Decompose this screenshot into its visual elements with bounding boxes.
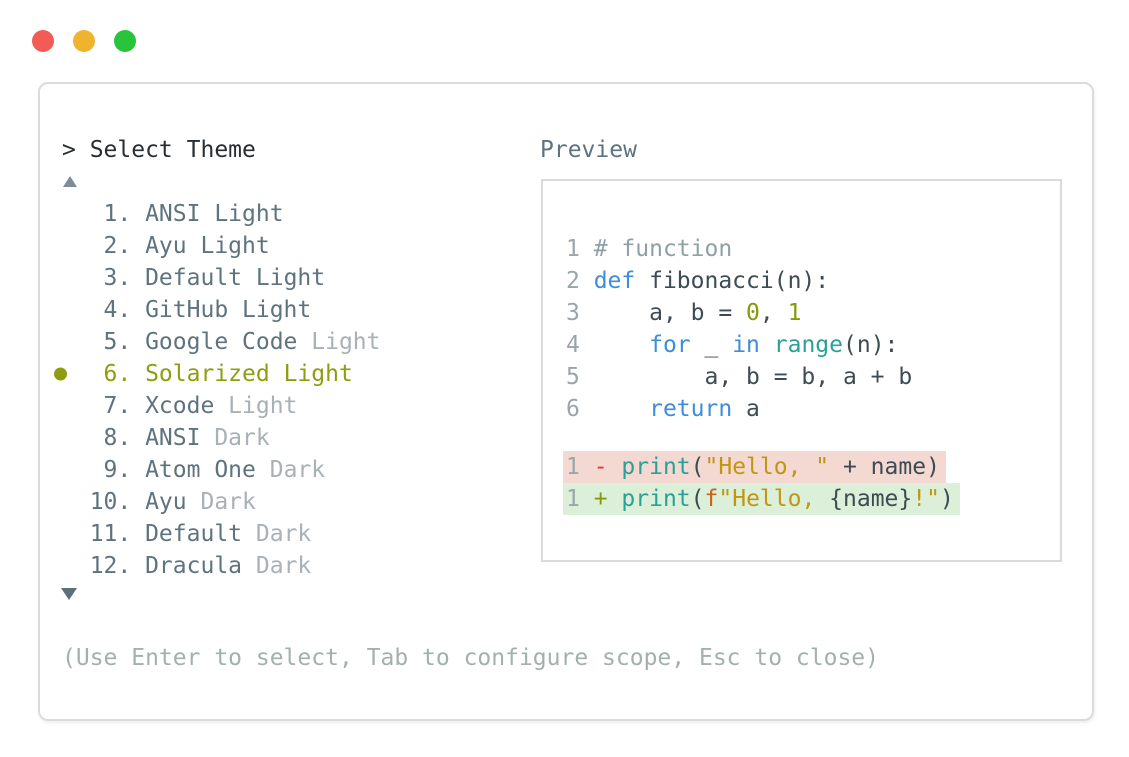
line-number: 6	[566, 396, 594, 422]
theme-item-variant: Dark	[214, 425, 270, 451]
theme-item-label: 4. GitHub	[62, 297, 243, 323]
theme-list: 1. ANSI Light 2. Ayu Light 3. Default Li…	[54, 198, 381, 582]
theme-item-variant: Dark	[255, 553, 312, 579]
theme-item-ansi-light[interactable]: 1. ANSI Light	[62, 198, 381, 230]
minimize-button[interactable]	[73, 30, 95, 52]
theme-item-ayu-dark[interactable]: 10. Ayu Dark	[62, 486, 381, 518]
theme-item-variant: Light	[283, 361, 353, 387]
line-number: 2	[566, 268, 594, 294]
theme-item-xcode-light[interactable]: 7. Xcode Light	[62, 390, 381, 422]
theme-item-variant: Light	[311, 329, 381, 355]
code-preview: 1 # function 2 def fibonacci(n): 3 a, b = …	[543, 181, 1060, 515]
theme-item-label: 1. ANSI	[62, 201, 215, 227]
theme-item-variant: Dark	[255, 521, 312, 547]
keyboard-hint: (Use Enter to select, Tab to configure s…	[62, 645, 879, 671]
theme-item-label: 11. Default	[62, 521, 256, 547]
theme-item-variant: Light	[214, 201, 284, 227]
scroll-up-icon[interactable]	[63, 176, 77, 187]
theme-item-variant: Dark	[269, 457, 326, 483]
theme-item-ansi-dark[interactable]: 8. ANSI Dark	[62, 422, 381, 454]
theme-item-label: 8. ANSI	[62, 425, 215, 451]
preview-pane: 1 # function 2 def fibonacci(n): 3 a, b = …	[541, 179, 1062, 562]
line-number: 3	[566, 300, 594, 326]
line-number: 1	[566, 236, 594, 262]
prompt-title: > Select Theme	[62, 137, 256, 163]
theme-item-label: 3. Default	[62, 265, 256, 291]
theme-item-variant: Light	[200, 233, 270, 259]
scroll-down-icon[interactable]	[61, 588, 77, 600]
code-blank-line	[563, 425, 1060, 451]
theme-item-variant: Light	[255, 265, 326, 291]
theme-item-github-light[interactable]: 4. GitHub Light	[62, 294, 381, 326]
line-number: 1	[566, 454, 594, 480]
theme-item-label: 5. Google Code	[62, 329, 312, 355]
line-number: 5	[566, 364, 594, 390]
theme-item-google-code-light[interactable]: 5. Google Code Light	[62, 326, 381, 358]
theme-item-ayu-light[interactable]: 2. Ayu Light	[62, 230, 381, 262]
theme-item-dracula-dark[interactable]: 12. Dracula Dark	[62, 550, 381, 582]
code-line: 6 return a	[566, 396, 760, 422]
theme-item-label: 9. Atom One	[62, 457, 270, 483]
theme-item-label: 10. Ayu	[62, 489, 201, 515]
zoom-button[interactable]	[114, 30, 136, 52]
preview-label: Preview	[540, 137, 637, 163]
theme-item-solarized-light[interactable]: 6. Solarized Light	[54, 358, 381, 390]
code-line: 2 def fibonacci(n):	[566, 268, 830, 294]
theme-item-variant: Light	[228, 393, 298, 419]
theme-item-label: 2. Ayu	[62, 233, 201, 259]
code-line: 5 a, b = b, a + b	[566, 364, 913, 390]
line-number: 1	[566, 486, 594, 512]
theme-item-default-light[interactable]: 3. Default Light	[62, 262, 381, 294]
window-controls	[32, 30, 136, 52]
code-line: 4 for _ in range(n):	[566, 332, 899, 358]
selected-bullet-icon	[54, 367, 67, 381]
theme-item-label: 6. Solarized	[62, 361, 284, 387]
code-line: 1 # function	[566, 236, 733, 262]
theme-item-label: 12. Dracula	[62, 553, 256, 579]
code-line-removed: 1 - print("Hello, " + name)	[563, 451, 1060, 483]
theme-item-atom-one-dark[interactable]: 9. Atom One Dark	[62, 454, 381, 486]
close-button[interactable]	[32, 30, 54, 52]
line-number: 4	[566, 332, 594, 358]
theme-picker-window: > Select Theme Preview 1. ANSI Light 2. …	[38, 82, 1094, 721]
theme-item-variant: Dark	[200, 489, 256, 515]
code-line-added: 1 + print(f"Hello, {name}!")	[563, 483, 1060, 515]
code-line: 3 a, b = 0, 1	[566, 300, 802, 326]
theme-item-label: 7. Xcode	[62, 393, 229, 419]
theme-item-default-dark[interactable]: 11. Default Dark	[62, 518, 381, 550]
theme-item-variant: Light	[242, 297, 312, 323]
